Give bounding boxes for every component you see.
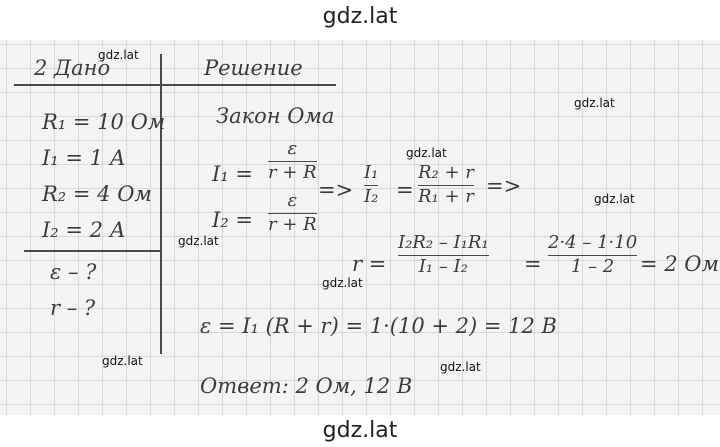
watermark-small: gdz.lat	[594, 192, 635, 206]
watermark-bottom: gdz.lat	[322, 418, 398, 443]
emf-equation: ε = I₁ (R + r) = 1·(10 + 2) = 12 В	[200, 314, 557, 338]
answer: Ответ: 2 Ом, 12 В	[200, 374, 413, 398]
watermark-small: gdz.lat	[178, 234, 219, 248]
watermark-small: gdz.lat	[102, 354, 143, 368]
find-r: r – ?	[50, 296, 96, 320]
given-i1: I₁ = 1 А	[42, 146, 126, 170]
watermark-top: gdz.lat	[322, 4, 398, 29]
given-header: 2 Дано	[34, 56, 111, 80]
given-divider	[24, 250, 160, 252]
find-emf: ε – ?	[50, 260, 97, 284]
solution-header: Решение	[204, 56, 303, 80]
r-eq-equals: =	[524, 252, 542, 276]
notebook-page: 2 Дано R₁ = 10 Ом I₁ = 1 А R₂ = 4 Ом I₂ …	[0, 40, 720, 415]
r-eq-lhs: r =	[352, 252, 387, 276]
r-result: = 2 Ом	[640, 252, 719, 276]
given-r2: R₂ = 4 Ом	[42, 182, 152, 206]
watermark-small: gdz.lat	[574, 96, 615, 110]
watermark-small: gdz.lat	[98, 48, 139, 62]
given-i2: I₂ = 2 А	[42, 218, 126, 242]
eq2-lhs: I₂ =	[212, 208, 253, 232]
ratio-arrow: =>	[318, 178, 354, 202]
ratio-arrow-2: =>	[486, 174, 522, 198]
column-divider	[160, 54, 162, 354]
watermark-small: gdz.lat	[440, 360, 481, 374]
header-underline	[14, 84, 336, 86]
given-r1: R₁ = 10 Ом	[42, 110, 166, 134]
ratio-equals: =	[396, 178, 414, 202]
law-title: Закон Ома	[216, 104, 335, 128]
eq1-lhs: I₁ =	[212, 162, 253, 186]
watermark-small: gdz.lat	[322, 276, 363, 290]
watermark-small: gdz.lat	[406, 146, 447, 160]
